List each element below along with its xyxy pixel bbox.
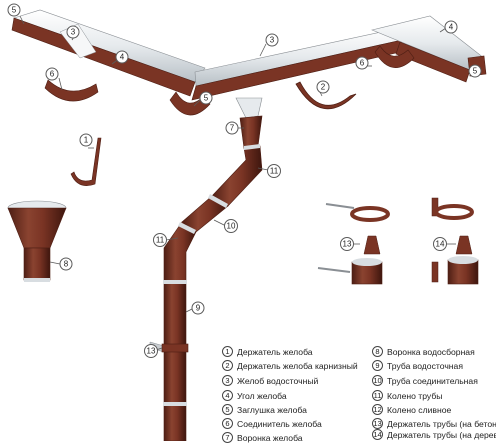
svg-text:8: 8 (64, 260, 69, 269)
gutter-left-wing (11, 9, 206, 97)
svg-text:5: 5 (473, 67, 478, 76)
svg-text:10: 10 (227, 222, 236, 231)
gutter-right-wing (371, 15, 487, 83)
svg-text:4: 4 (120, 53, 125, 62)
callout-13-holders: 13 (340, 237, 354, 251)
callout-1: 1 (79, 133, 93, 147)
callout-5-top-left: 5 (7, 3, 21, 17)
svg-text:6: 6 (360, 59, 365, 68)
svg-text:9: 9 (196, 304, 201, 313)
downpipe-assembly (149, 97, 263, 441)
callout-5-right: 5 (468, 64, 482, 78)
callout-14-holders: 14 (433, 237, 447, 251)
svg-text:13: 13 (343, 240, 352, 249)
callout-7: 7 (225, 121, 239, 135)
svg-text:7: 7 (230, 124, 235, 133)
callout-9: 9 (191, 301, 205, 315)
callout-4-left: 4 (115, 50, 129, 64)
gutter-holder-hook (70, 137, 102, 186)
callout-13-pipe: 13 (144, 344, 158, 358)
gutter-connector-right (374, 45, 415, 68)
callout-4-right: 4 (444, 20, 458, 34)
svg-text:2: 2 (321, 83, 326, 92)
callout-5-center: 5 (199, 91, 213, 105)
svg-text:11: 11 (270, 167, 279, 176)
gutter-main-run (191, 27, 403, 101)
svg-text:5: 5 (204, 94, 209, 103)
svg-text:5: 5 (12, 6, 17, 15)
callout-11-lower: 11 (153, 233, 167, 247)
fascia-gutter-holder (295, 81, 357, 110)
collector-funnel (7, 200, 67, 282)
callout-3-left: 3 (66, 25, 80, 39)
svg-text:13: 13 (147, 347, 156, 356)
svg-text:11: 11 (156, 236, 165, 245)
gutter-connector-left (44, 79, 99, 102)
svg-text:3: 3 (270, 36, 275, 45)
callout-10: 10 (224, 219, 238, 233)
svg-text:1: 1 (84, 136, 89, 145)
svg-text:14: 14 (436, 240, 445, 249)
callout-11-upper: 11 (267, 164, 281, 178)
callout-3-center: 3 (265, 33, 279, 47)
callout-6-left: 6 (45, 67, 59, 81)
pipe-holder-concrete (317, 203, 390, 285)
svg-text:6: 6 (50, 70, 55, 79)
pipe-holder-wood (431, 197, 479, 285)
svg-text:3: 3 (71, 28, 76, 37)
callout-2: 2 (316, 80, 330, 94)
svg-text:4: 4 (449, 23, 454, 32)
callout-6-right: 6 (355, 56, 369, 70)
callout-8: 8 (59, 257, 73, 271)
